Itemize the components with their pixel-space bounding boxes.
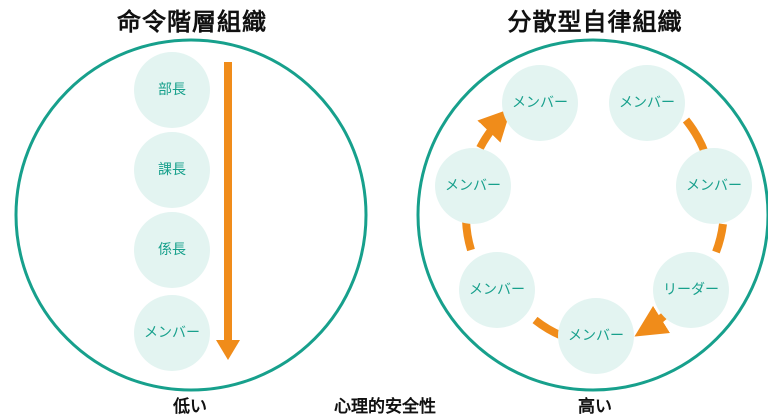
- ring-node-2-bubble: [609, 65, 685, 141]
- ring-arc-right: [712, 223, 727, 254]
- hierarchy-level-3-label: 係長: [158, 242, 186, 258]
- ring-node-5: メンバー: [558, 298, 634, 374]
- hierarchy-arrow-head: [216, 340, 240, 360]
- hierarchy-level-4-label: メンバー: [144, 325, 200, 341]
- hierarchy-level-4: メンバー: [134, 295, 210, 371]
- hierarchy-level-1-bubble: [134, 52, 210, 128]
- ring-node-7: メンバー: [435, 148, 511, 224]
- left-diagram-title: 命令階層組織: [117, 8, 267, 36]
- ring-node-1-label: メンバー: [512, 95, 568, 111]
- left-scale-label: 低い: [173, 397, 207, 417]
- autonomous-nodes: メンバーメンバーメンバーリーダーメンバーメンバーメンバー: [435, 65, 752, 374]
- hierarchy-level-2-bubble: [134, 132, 210, 208]
- ring-node-6: メンバー: [459, 252, 535, 328]
- ring-node-1: メンバー: [502, 65, 578, 141]
- hierarchy-level-2-label: 課長: [158, 162, 186, 178]
- ring-node-7-label: メンバー: [445, 178, 501, 194]
- hierarchy-org-circle: [14, 38, 368, 392]
- right-scale-label: 高い: [578, 397, 612, 417]
- ring-node-3: メンバー: [676, 148, 752, 224]
- ring-node-6-label: メンバー: [469, 282, 525, 298]
- ring-node-1-bubble: [502, 65, 578, 141]
- ring-node-4-bubble: [653, 252, 729, 328]
- ring-node-3-label: メンバー: [686, 178, 742, 194]
- ring-node-2-label: メンバー: [619, 95, 675, 111]
- hierarchy-level-3-bubble: [134, 212, 210, 288]
- hierarchy-level-4-bubble: [134, 295, 210, 371]
- hierarchy-level-2: 課長: [134, 132, 210, 208]
- ring-arc-top-left: [476, 108, 512, 150]
- ring-node-4-label: リーダー: [663, 282, 719, 298]
- ring-node-6-bubble: [459, 252, 535, 328]
- psychological-safety-label: 心理的安全性: [334, 397, 436, 417]
- hierarchy-level-1: 部長: [134, 52, 210, 128]
- ring-node-3-bubble: [676, 148, 752, 224]
- ring-node-2: メンバー: [609, 65, 685, 141]
- ring-node-5-label: メンバー: [568, 328, 624, 344]
- ring-node-5-bubble: [558, 298, 634, 374]
- ring-node-7-bubble: [435, 148, 511, 224]
- ring-node-4: リーダー: [653, 252, 729, 328]
- ring-arc-left: [462, 219, 475, 252]
- hierarchy-level-3: 係長: [134, 212, 210, 288]
- hierarchy-level-1-label: 部長: [158, 82, 186, 98]
- right-diagram-title: 分散型自律組織: [507, 8, 683, 36]
